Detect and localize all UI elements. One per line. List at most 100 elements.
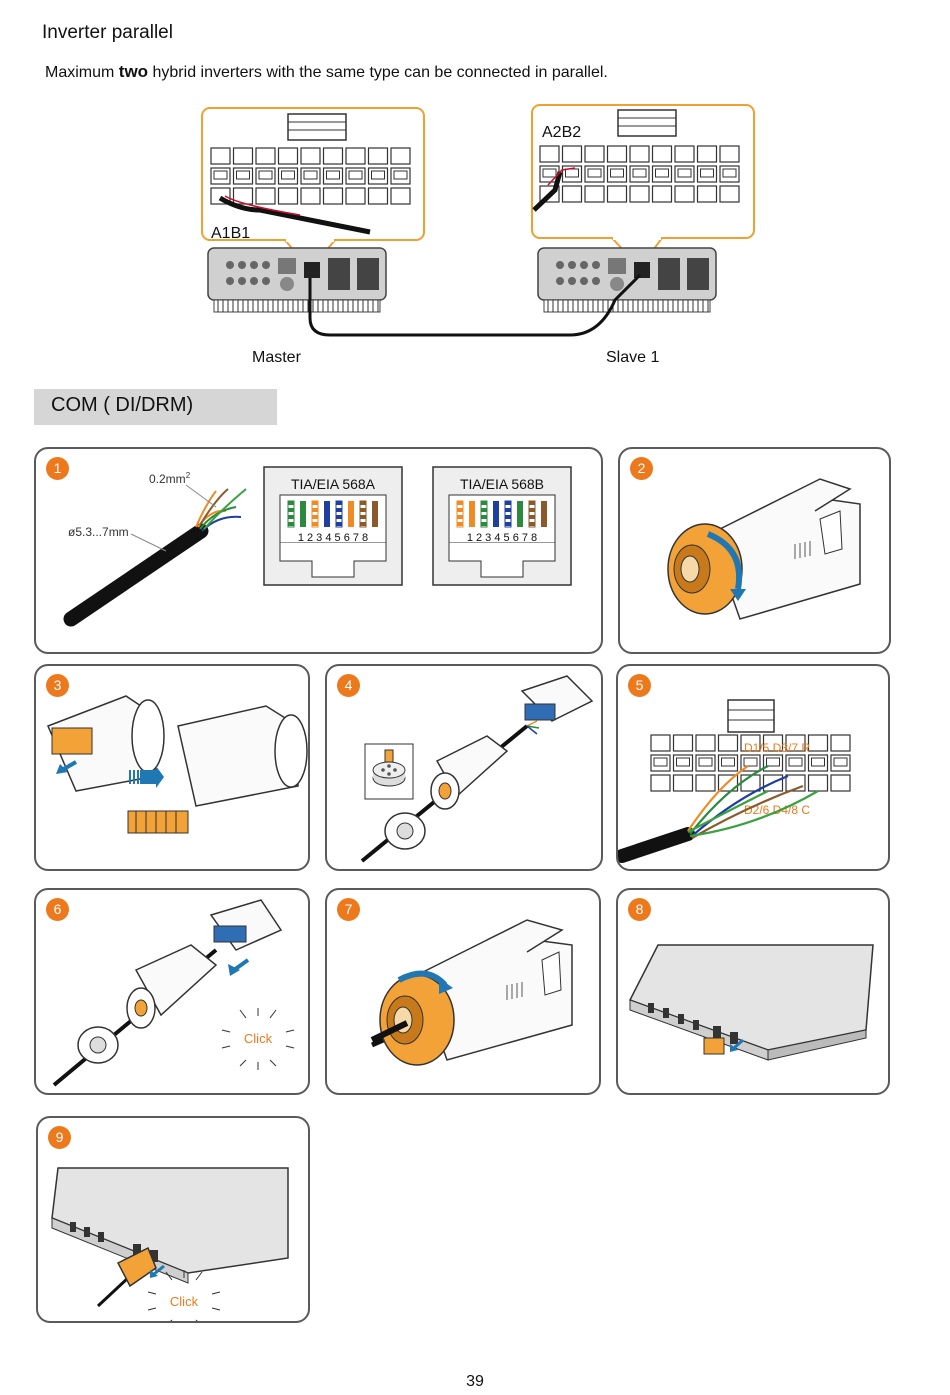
network-cable bbox=[63, 523, 209, 627]
terminal-hole bbox=[788, 757, 803, 767]
terminal-hole bbox=[721, 757, 735, 767]
terminal-cell bbox=[390, 147, 411, 165]
terminal-cell bbox=[277, 187, 299, 205]
pin-stripe bbox=[288, 501, 294, 505]
terminal-cell bbox=[232, 187, 254, 205]
terminal-hole bbox=[677, 168, 692, 178]
terminal-cell bbox=[606, 185, 628, 203]
pin-stripe bbox=[336, 515, 342, 519]
pin-stripe bbox=[336, 501, 342, 505]
terminal-cell bbox=[629, 145, 650, 163]
step-3-panel: 3 bbox=[34, 664, 310, 871]
terminal-bottom-pin-labels: D2/6 D4/8 C bbox=[744, 803, 810, 817]
terminal-cell bbox=[345, 147, 366, 165]
tia-568a-pin-numbers: 1 2 3 4 5 6 7 8 bbox=[298, 532, 368, 544]
pin-stripe bbox=[312, 508, 318, 512]
step-1-badge: 1 bbox=[46, 457, 69, 480]
connector-unscrew-illustration bbox=[667, 478, 861, 620]
terminal-cell bbox=[345, 187, 366, 205]
desc-prefix: Maximum bbox=[45, 64, 119, 81]
step-4-panel: 4 bbox=[325, 664, 603, 871]
terminal-hole bbox=[722, 168, 737, 178]
parallel-diagram: A1B1 A2B2 bbox=[201, 104, 755, 337]
pin-stripe bbox=[288, 522, 294, 526]
pin-stripe bbox=[457, 501, 463, 505]
step-9-panel: 9 Click bbox=[36, 1116, 310, 1323]
desc-emphasis: two bbox=[118, 62, 149, 81]
terminal-cell bbox=[650, 774, 671, 792]
pin-stripe bbox=[457, 522, 463, 526]
master-label: Master bbox=[252, 349, 301, 366]
terminal-cell bbox=[629, 185, 650, 203]
step-5-badge: 5 bbox=[628, 674, 651, 697]
parallel-cable bbox=[308, 273, 642, 337]
terminal-cell bbox=[210, 147, 231, 165]
terminal-removal-illustration bbox=[47, 695, 308, 834]
terminal-hole bbox=[610, 168, 624, 178]
terminal-cell bbox=[539, 145, 560, 163]
pin-stripe bbox=[312, 501, 318, 505]
step-9-badge: 9 bbox=[48, 1126, 71, 1149]
step-8-panel: 8 bbox=[616, 888, 890, 1095]
pin-stripe bbox=[481, 501, 487, 505]
terminal-hole bbox=[811, 757, 825, 767]
terminal-hole bbox=[303, 170, 318, 180]
terminal-cell bbox=[255, 147, 276, 165]
com-section-title: COM ( DI/DRM) bbox=[51, 394, 194, 416]
terminal-cell bbox=[674, 145, 695, 163]
terminal-cell bbox=[584, 185, 605, 203]
pin-stripe bbox=[457, 508, 463, 512]
terminal-cell bbox=[584, 145, 605, 163]
step-2-badge: 2 bbox=[630, 457, 653, 480]
terminal-cell bbox=[807, 774, 829, 792]
inverter-com-port-illustration bbox=[628, 944, 874, 1061]
terminal-cell bbox=[322, 187, 344, 205]
pin-stripe bbox=[360, 501, 366, 505]
terminal-hole bbox=[700, 168, 714, 178]
cable-wires bbox=[195, 488, 247, 532]
terminal-cell bbox=[672, 774, 694, 792]
terminal-cell bbox=[785, 734, 806, 752]
terminal-hole bbox=[348, 170, 363, 180]
click-label: Click bbox=[170, 1294, 199, 1309]
terminal-hole bbox=[258, 170, 273, 180]
terminal-cell bbox=[762, 734, 784, 752]
connector-plug-in-illustration: Click bbox=[51, 1167, 289, 1321]
step-3-badge: 3 bbox=[46, 674, 69, 697]
step-6-badge: 6 bbox=[46, 898, 69, 921]
terminal-hole bbox=[743, 757, 758, 767]
pin-wire-solid bbox=[300, 501, 306, 527]
terminal-cell bbox=[367, 147, 389, 165]
step-7-panel: 7 bbox=[325, 888, 601, 1095]
terminal-wiring-illustration: D1/5 D3/7 R D2/6 D4/8 C bbox=[618, 699, 851, 863]
terminal-cell bbox=[650, 734, 671, 752]
terminal-hole bbox=[676, 757, 690, 767]
pin-stripe bbox=[457, 515, 463, 519]
terminal-cell bbox=[719, 185, 740, 203]
terminal-top-pin-labels: D1/5 D3/7 R bbox=[744, 741, 810, 755]
pin-stripe bbox=[312, 515, 318, 519]
tia-568b-label: TIA/EIA 568B bbox=[460, 476, 544, 492]
step-4-badge: 4 bbox=[337, 674, 360, 697]
click-label: Click bbox=[244, 1031, 273, 1046]
terminal-cell bbox=[651, 145, 673, 163]
terminal-cell bbox=[696, 185, 718, 203]
step-5-panel: 5 D1/5 D3/7 R D2/6 D4/8 C bbox=[616, 664, 890, 871]
terminal-hole bbox=[587, 168, 602, 178]
pin-wire-solid bbox=[493, 501, 499, 527]
com-section-header: COM ( DI/DRM) bbox=[34, 389, 277, 425]
terminal-hole bbox=[393, 170, 408, 180]
terminal-hole bbox=[281, 170, 295, 180]
section-description: Maximum two hybrid inverters with the sa… bbox=[45, 62, 608, 82]
pin-stripe bbox=[481, 522, 487, 526]
pin-stripe bbox=[336, 522, 342, 526]
terminal-hole bbox=[542, 168, 557, 178]
wire-size-label: 0.2mm2 bbox=[149, 471, 191, 486]
step-8-badge: 8 bbox=[628, 898, 651, 921]
slave-label: Slave 1 bbox=[606, 349, 660, 366]
slave-port-label: A2B2 bbox=[542, 124, 581, 141]
terminal-cell bbox=[695, 734, 716, 752]
step-2-panel: 2 bbox=[618, 447, 891, 654]
terminal-hole bbox=[833, 757, 848, 767]
pin-stripe bbox=[360, 522, 366, 526]
